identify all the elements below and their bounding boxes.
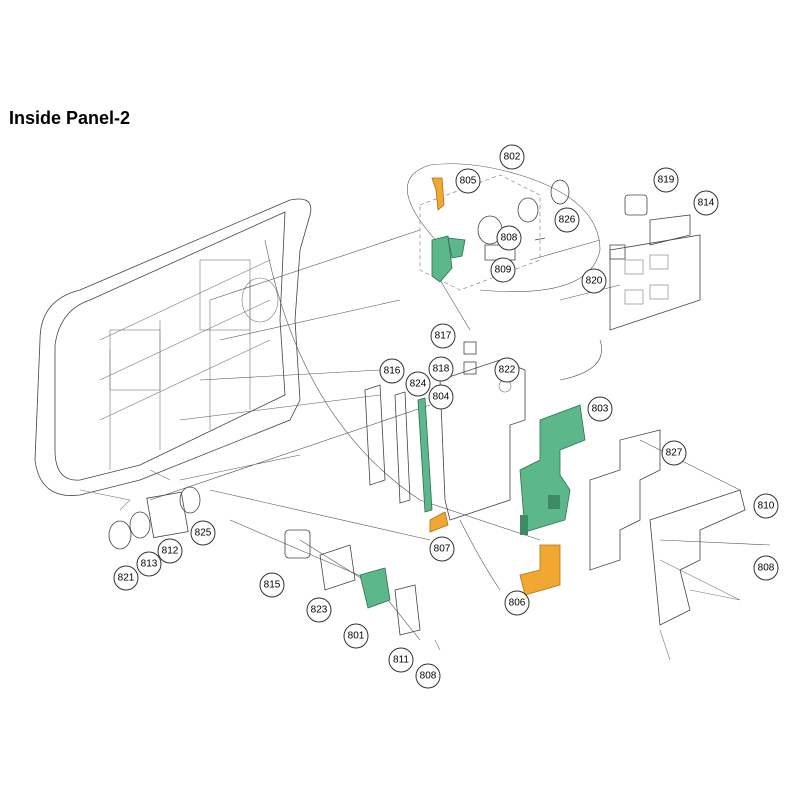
callout-808: 808 [415,663,441,689]
svg-text:803: 803 [592,404,609,415]
callout-803: 803 [587,396,613,422]
callout-816: 816 [379,358,405,384]
callout-809: 809 [490,257,516,283]
callout-823: 823 [306,597,332,623]
callout-827: 827 [661,440,687,466]
callout-808: 808 [496,225,522,251]
callout-821: 821 [113,565,139,591]
svg-text:806: 806 [509,598,526,609]
svg-text:802: 802 [504,152,521,163]
callout-811: 811 [388,647,414,673]
svg-text:808: 808 [501,233,518,244]
callout-819: 819 [653,167,679,193]
callout-807: 807 [429,536,455,562]
callout-805: 805 [455,168,481,194]
svg-text:822: 822 [499,365,516,376]
part-816-824-804 [364,384,433,513]
part-822-frame [439,359,526,521]
svg-text:815: 815 [264,580,281,591]
svg-text:812: 812 [162,546,179,557]
part-803-board [519,404,586,535]
callout-825: 825 [190,520,216,546]
callout-822: 822 [494,357,520,383]
callout-824: 824 [405,371,431,397]
svg-text:807: 807 [434,544,451,555]
main-housing [34,198,312,511]
callout-810: 810 [753,493,779,519]
callout-818: 818 [428,356,454,382]
page-title: Inside Panel-2 [9,108,131,128]
svg-text:826: 826 [559,215,576,226]
part-807-flex [429,511,449,533]
callout-826: 826 [554,207,580,233]
svg-text:820: 820 [586,276,603,287]
part-814-buttons [609,194,701,331]
svg-text:808: 808 [420,671,437,682]
part-812-813-821 [108,486,201,550]
part-826-ring [550,179,570,205]
callout-820: 820 [581,268,607,294]
svg-text:818: 818 [433,364,450,375]
svg-text:804: 804 [433,392,450,403]
svg-text:823: 823 [311,605,328,616]
svg-text:805: 805 [460,176,477,187]
part-806-flex [519,544,561,596]
callout-802: 802 [499,144,525,170]
part-805-flex [431,177,445,211]
part-817-818 [463,341,477,375]
svg-text:821: 821 [118,573,135,584]
callout-813: 813 [136,551,162,577]
callouts: 802 805 826 808 809 819 814 820 817 818 … [113,144,779,689]
part-815-823-801-811 [284,529,441,651]
svg-text:819: 819 [658,175,675,186]
part-810-bracket [649,489,746,661]
svg-text:810: 810 [758,501,775,512]
callout-812: 812 [157,538,183,564]
callout-806: 806 [504,590,530,616]
callout-801: 801 [343,623,369,649]
part-802-assembly [419,174,570,291]
svg-text:809: 809 [495,265,512,276]
svg-text:816: 816 [384,366,401,377]
svg-text:824: 824 [410,379,427,390]
svg-text:801: 801 [348,631,365,642]
svg-text:808: 808 [758,563,775,574]
callout-817: 817 [430,323,456,349]
svg-text:813: 813 [141,559,158,570]
svg-text:817: 817 [435,331,452,342]
callout-808: 808 [753,555,779,581]
part-827-sheet [589,429,661,571]
callout-814: 814 [693,190,719,216]
svg-text:814: 814 [698,198,715,209]
callout-815: 815 [259,572,285,598]
part-805-board [431,235,453,283]
svg-text:825: 825 [195,528,212,539]
callout-804: 804 [428,384,454,410]
svg-text:827: 827 [666,448,683,459]
svg-text:811: 811 [393,655,409,666]
